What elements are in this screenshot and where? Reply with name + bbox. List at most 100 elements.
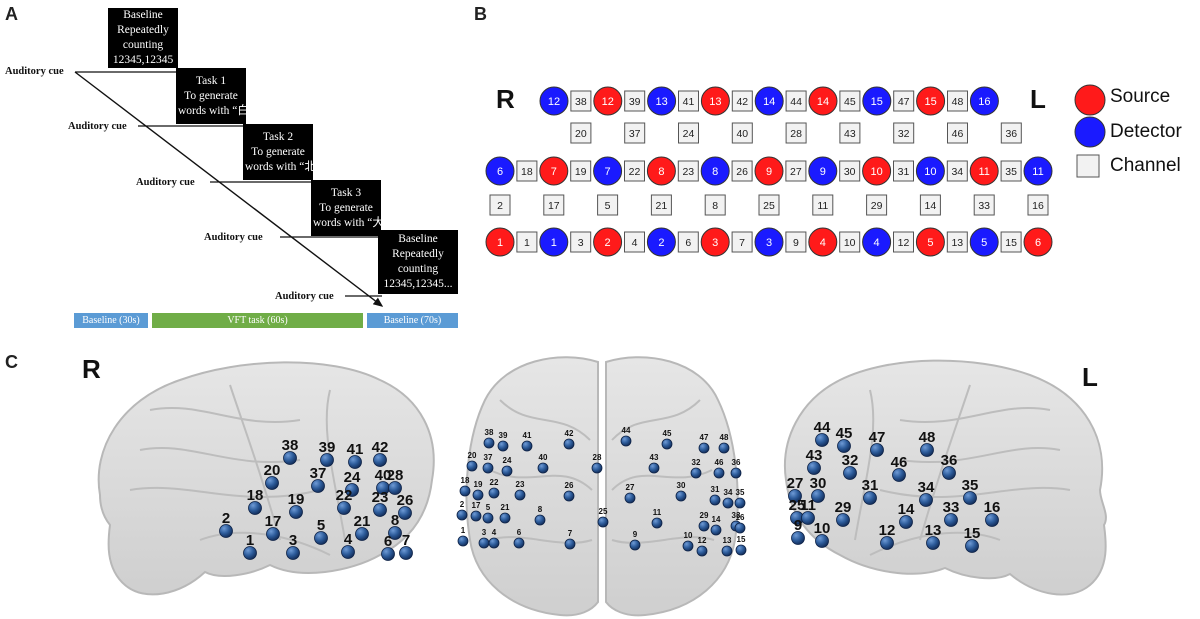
svg-text:6: 6 [1035,237,1041,249]
svg-text:4: 4 [344,531,353,548]
svg-text:41: 41 [347,441,364,458]
legend-channel-label: Channel [1110,155,1181,176]
svg-text:46: 46 [952,128,964,140]
svg-text:38: 38 [282,437,299,454]
channel-14: 14 [919,194,941,216]
channel-13: 13 [946,231,968,253]
svg-text:45: 45 [836,425,853,442]
left-channel-44: 44 [814,419,831,447]
right-channel-17: 17 [265,513,281,541]
channel-28: 28 [785,122,807,144]
channel-19: 19 [570,160,592,182]
detector-10: 10 [915,156,945,186]
svg-text:6: 6 [685,237,691,249]
front-channel-10: 10 [682,531,694,552]
right-channel-42: 42 [372,439,388,467]
svg-text:7: 7 [402,532,410,549]
svg-text:31: 31 [898,166,910,178]
svg-text:15: 15 [1005,237,1017,249]
svg-text:11: 11 [817,200,828,212]
channel-9: 9 [785,231,807,253]
channel-40: 40 [731,122,753,144]
svg-text:38: 38 [485,428,494,437]
svg-text:16: 16 [736,513,745,522]
right-channel-20: 20 [264,462,280,490]
brain-right-label: R [82,354,101,384]
svg-text:35: 35 [736,488,745,497]
front-channel-16: 16 [734,513,746,534]
front-channel-45: 45 [661,429,673,450]
svg-text:14: 14 [712,515,721,524]
svg-text:4: 4 [492,528,497,537]
left-channel-9: 9 [791,517,805,545]
svg-text:9: 9 [820,166,826,178]
channel-10: 10 [839,231,861,253]
channel-27: 27 [785,160,807,182]
source-11: 11 [969,156,999,186]
channel-20: 20 [570,122,592,144]
svg-text:44: 44 [814,419,831,436]
timeline-vft-task: VFT task (60s) [152,313,363,328]
legend-source-label: Source [1110,86,1171,107]
svg-text:29: 29 [700,511,709,520]
svg-text:15: 15 [924,96,936,108]
source-12: 12 [593,86,623,116]
svg-text:8: 8 [712,166,718,178]
front-channel-42: 42 [563,429,575,450]
svg-text:40: 40 [375,467,392,484]
channel-29: 29 [866,194,888,216]
svg-text:32: 32 [842,452,859,469]
svg-text:3: 3 [712,237,718,249]
svg-text:6: 6 [517,528,522,537]
svg-text:22: 22 [336,487,353,504]
svg-text:33: 33 [732,511,741,520]
svg-text:3: 3 [578,237,584,249]
svg-text:47: 47 [869,429,886,446]
svg-text:14: 14 [763,96,775,108]
svg-text:18: 18 [521,166,533,178]
svg-text:29: 29 [871,200,883,212]
svg-text:35: 35 [962,477,979,494]
svg-text:1: 1 [246,532,254,549]
svg-text:36: 36 [1005,128,1017,140]
channel-26: 26 [731,160,753,182]
front-channel-29: 29 [698,511,710,532]
panel-b-label: B [474,4,487,24]
svg-text:22: 22 [490,478,499,487]
detector-11: 11 [1023,156,1053,186]
svg-text:15: 15 [737,535,746,544]
right-channel-8: 8 [388,512,402,540]
front-channel-28: 28 [591,453,603,474]
left-channel-25: 25 [789,497,805,525]
svg-text:9: 9 [793,237,799,249]
svg-text:5: 5 [317,517,325,534]
svg-text:32: 32 [898,128,910,140]
detector-4: 4 [862,227,892,257]
timeline-baseline-70s: Baseline (70s) [367,313,458,328]
right-channel-3: 3 [286,532,300,560]
svg-text:1: 1 [497,237,503,249]
detector-6: 6 [485,156,515,186]
svg-text:37: 37 [629,128,641,140]
svg-text:20: 20 [468,451,477,460]
channel-36: 36 [1000,122,1022,144]
svg-text:18: 18 [461,476,470,485]
front-channel-17: 17 [470,501,482,522]
svg-text:18: 18 [247,487,264,504]
svg-text:25: 25 [763,200,775,212]
svg-text:15: 15 [964,525,981,542]
svg-text:19: 19 [288,491,305,508]
svg-text:34: 34 [918,479,935,496]
right-channel-2: 2 [219,510,233,538]
svg-text:31: 31 [711,485,720,494]
channel-6: 6 [677,231,699,253]
svg-text:39: 39 [629,96,641,108]
svg-text:1: 1 [461,526,466,535]
svg-text:9: 9 [766,166,772,178]
front-channel-34: 34 [722,488,734,509]
svg-text:35: 35 [1005,166,1017,178]
svg-text:5: 5 [981,237,987,249]
